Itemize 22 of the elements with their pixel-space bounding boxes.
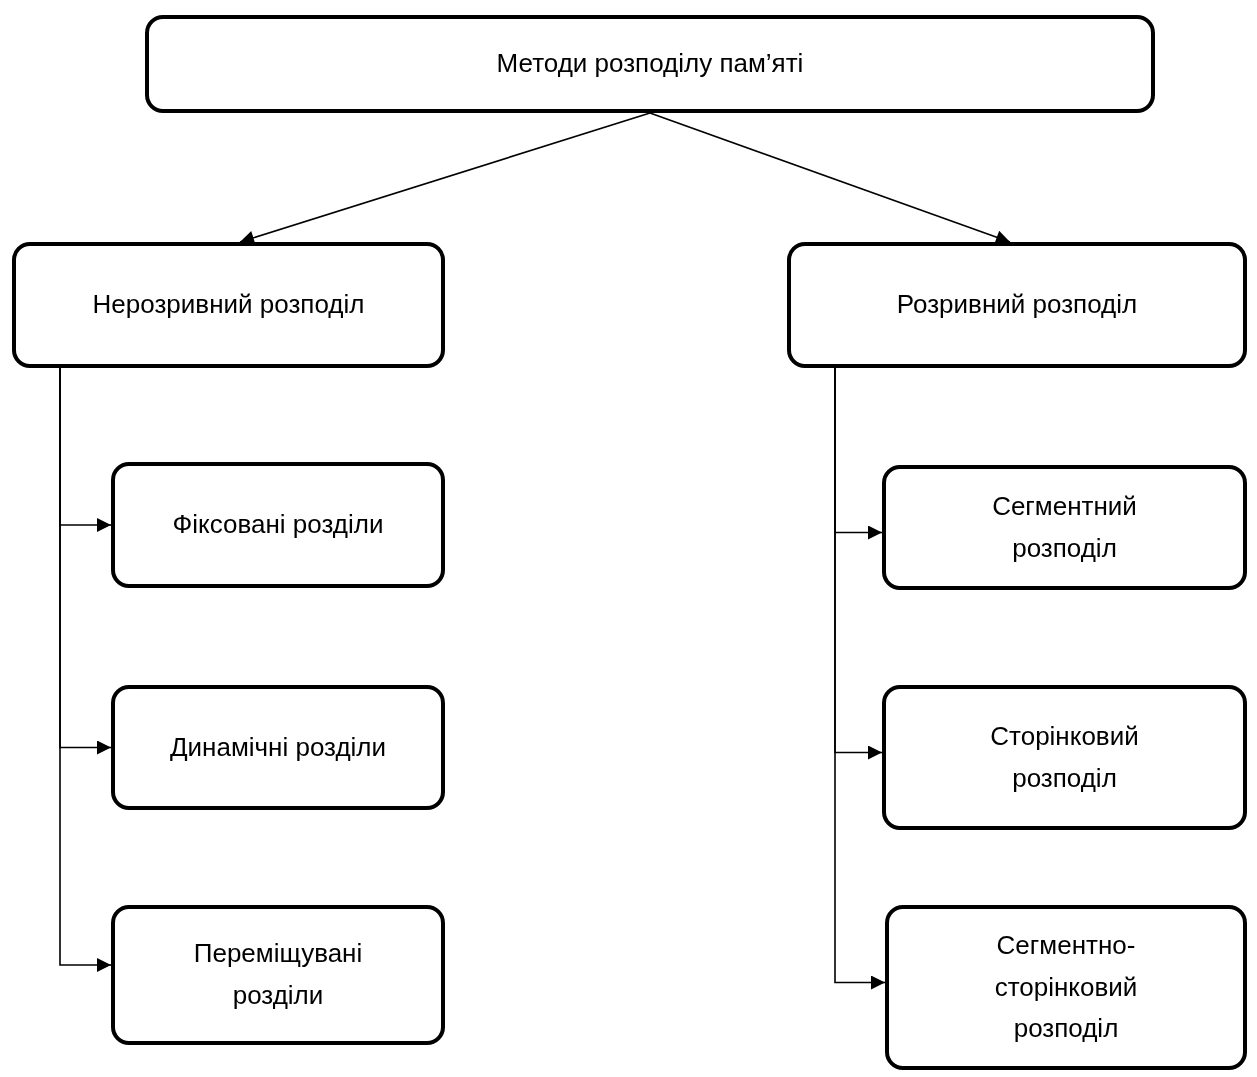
process-box (885, 905, 1247, 1070)
process-box (882, 685, 1247, 830)
arrow (649, 112, 1011, 244)
box-label: Переміщувані розділи (192, 937, 364, 1012)
process-box (111, 685, 445, 810)
process-box (787, 242, 1247, 368)
arrow (834, 367, 886, 990)
box-label: Сторінковий розподіл (989, 719, 1140, 795)
process-box (882, 465, 1247, 590)
box-label: Нерозривний розподіл (92, 288, 365, 322)
box-label: Методи розподілу пам’яті (496, 47, 804, 81)
box-label: Розривний розподіл (896, 288, 1138, 322)
arrow (59, 367, 112, 972)
process-box (111, 462, 445, 588)
arrow (239, 112, 651, 245)
process-box (12, 242, 445, 368)
box-label: Динамічні розділи (169, 730, 387, 764)
box-label: Сегментний розподіл (991, 489, 1138, 565)
box-label: Сегментно-сторінковий розподіл (993, 929, 1139, 1046)
process-box (145, 15, 1155, 113)
process-box (111, 905, 445, 1045)
box-label: Фіксовані розділи (172, 508, 384, 542)
